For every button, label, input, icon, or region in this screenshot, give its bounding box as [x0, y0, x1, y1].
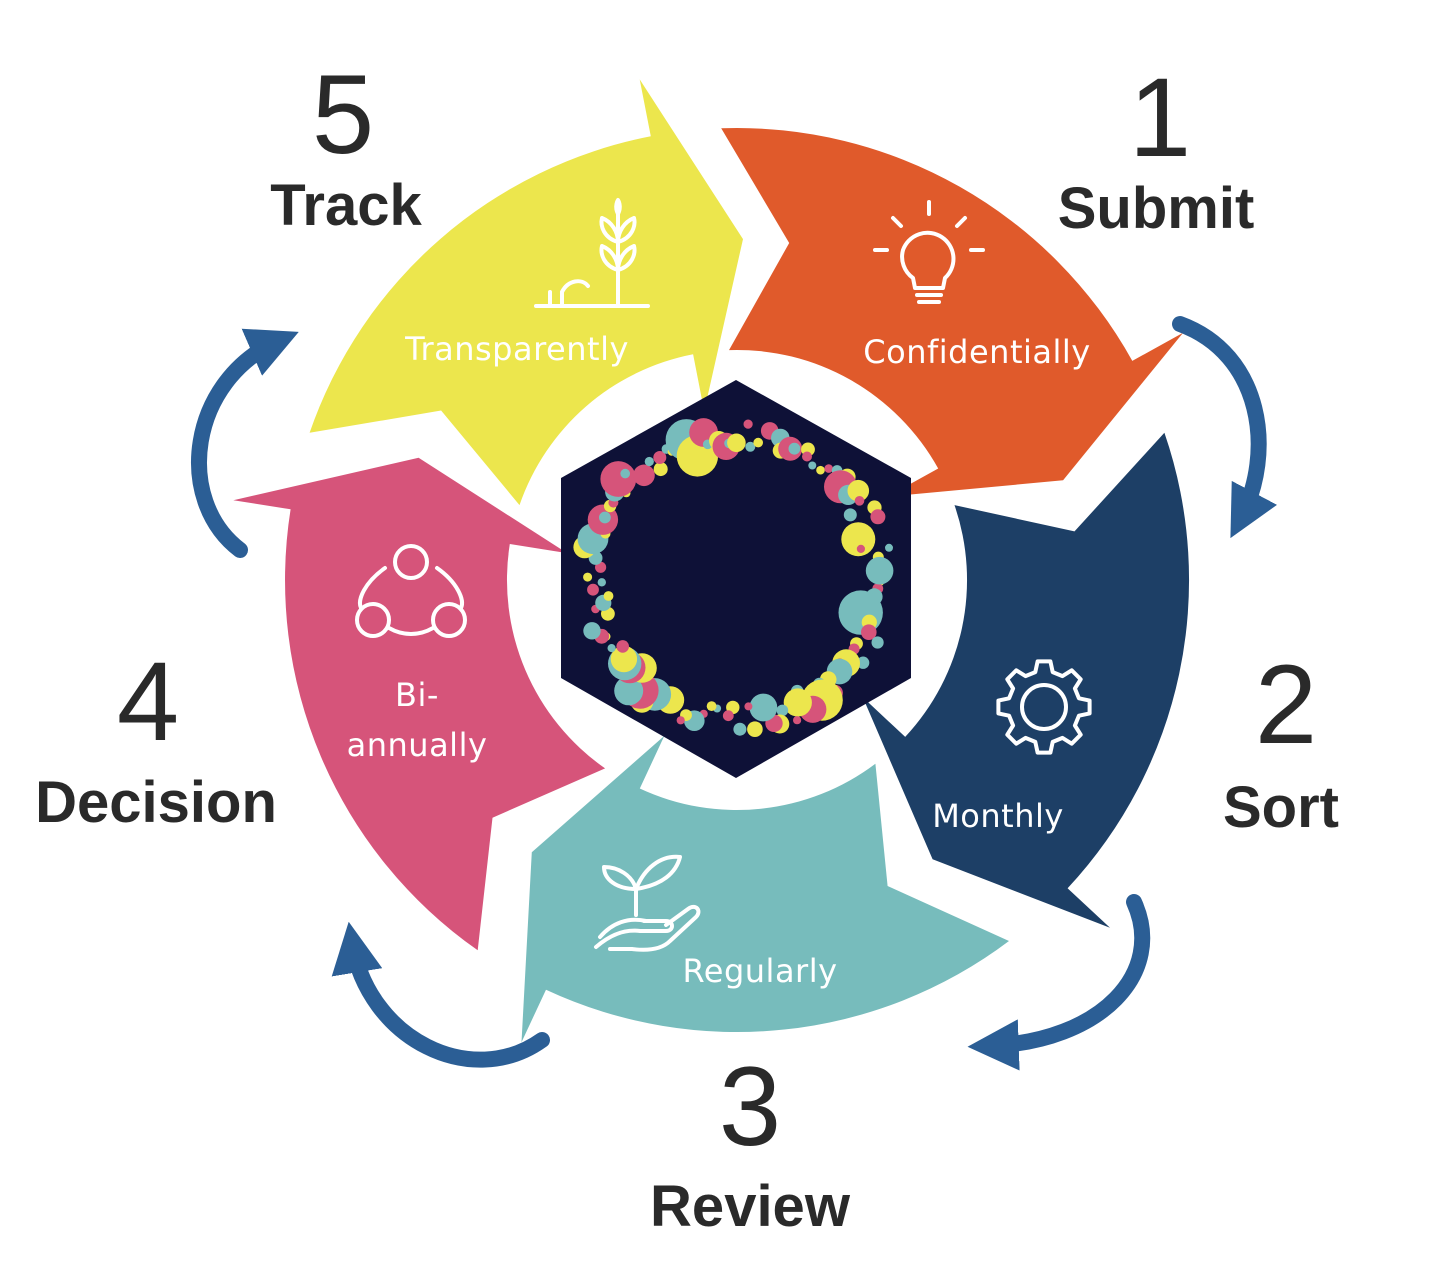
- ring-dot: [676, 716, 685, 725]
- ring-dot: [743, 419, 753, 429]
- step-name-submit: Submit: [1058, 176, 1255, 241]
- ring-dot: [824, 464, 833, 473]
- ring-dot: [808, 461, 817, 470]
- caption-submit: Confidentially: [863, 333, 1090, 371]
- connector-arrow-3-to-4: [331, 921, 550, 1068]
- step-name-sort: Sort: [1223, 775, 1339, 840]
- hand-sprout-icon: [594, 854, 701, 952]
- step-number-4: 4: [117, 639, 179, 764]
- segment-track: [309, 79, 743, 506]
- ring-dot: [653, 451, 667, 464]
- ring-dot: [788, 442, 801, 455]
- ring-dot: [843, 508, 857, 522]
- caption-sort: Monthly: [932, 797, 1064, 835]
- ring-dot: [597, 578, 606, 587]
- dot-ring: [573, 418, 894, 737]
- ring-dot: [599, 511, 611, 524]
- ring-dot: [600, 461, 637, 497]
- ring-dot: [633, 464, 655, 487]
- ring-dot: [838, 590, 883, 635]
- ring-dot: [747, 721, 763, 737]
- ring-dot: [745, 441, 756, 452]
- ring-dot: [854, 496, 865, 506]
- step-number-1: 1: [1129, 55, 1191, 180]
- ring-dot: [871, 636, 884, 649]
- segment-sort: [862, 432, 1190, 928]
- cycle-segments: [233, 79, 1190, 1043]
- ring-dot: [841, 522, 876, 557]
- step-number-3: 3: [719, 1044, 781, 1169]
- ring-dot: [856, 656, 870, 669]
- step-number-2: 2: [1255, 642, 1317, 767]
- growing-plant-icon: [534, 198, 650, 308]
- ring-dot: [865, 556, 894, 585]
- caption-decision-line2: annually: [347, 726, 488, 764]
- ring-dot: [727, 433, 746, 453]
- connector-arrow-2-to-3: [967, 894, 1151, 1071]
- ring-dot: [587, 583, 599, 596]
- lightbulb-icon: [873, 200, 985, 304]
- step-name-decision: Decision: [35, 770, 277, 835]
- ring-dot: [802, 451, 812, 462]
- ring-dot: [616, 640, 629, 653]
- caption-review: Regularly: [682, 952, 837, 990]
- ring-dot: [856, 544, 866, 554]
- ring-dot: [753, 437, 763, 448]
- ring-dot: [644, 456, 654, 467]
- connector-arrow-1-to-2: [1172, 316, 1277, 539]
- ring-dot: [620, 468, 630, 479]
- ring-dot: [603, 591, 614, 601]
- ring-dot: [885, 543, 893, 552]
- ring-dot: [722, 710, 734, 722]
- ring-dot: [583, 622, 601, 640]
- ring-dot: [870, 509, 886, 525]
- caption-track: Transparently: [404, 330, 629, 368]
- center-emblem: [561, 380, 911, 778]
- ring-dot: [607, 644, 616, 653]
- step-number-5: 5: [312, 52, 374, 177]
- ring-dot: [733, 722, 747, 736]
- ring-dot: [749, 693, 778, 722]
- segment-review: [521, 735, 1009, 1043]
- ring-dot: [583, 572, 593, 582]
- segment-decision: [233, 457, 606, 951]
- people-network-icon: [355, 544, 467, 638]
- gear-icon: [996, 659, 1092, 755]
- ring-dot: [776, 704, 789, 717]
- ring-dot: [783, 688, 812, 717]
- connector-arrow-4-to-5: [191, 328, 299, 558]
- segment-submit: [721, 128, 1184, 497]
- ring-dot: [816, 465, 825, 475]
- ring-dot: [610, 645, 638, 673]
- ring-dot: [614, 676, 644, 706]
- step-name-review: Review: [650, 1174, 851, 1239]
- connector-arrows: [191, 316, 1277, 1071]
- ring-dot: [847, 479, 870, 502]
- ring-dot: [861, 624, 877, 640]
- ring-dot: [706, 701, 717, 711]
- ring-dot: [653, 462, 668, 477]
- ring-dot: [793, 716, 802, 725]
- ring-dot: [744, 702, 753, 711]
- step-name-track: Track: [270, 173, 422, 238]
- caption-decision-line1: Bi-: [395, 676, 439, 714]
